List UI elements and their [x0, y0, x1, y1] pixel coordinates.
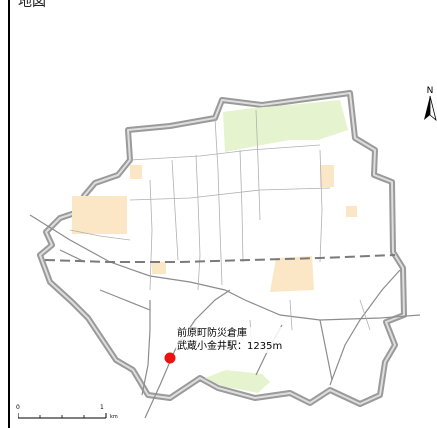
facility-area-east-small	[346, 206, 357, 217]
facility-marker[interactable]	[164, 352, 176, 364]
north-arrow: N	[421, 86, 437, 128]
scale-end: 1	[100, 404, 104, 411]
railway-line	[44, 254, 396, 263]
scale-start: 0	[16, 404, 20, 411]
city-boundary-inner	[39, 92, 405, 405]
map-title: 地図	[18, 0, 46, 10]
facility-label: 前原町防災倉庫 武蔵小金井駅：1235m	[176, 327, 284, 353]
facility-area-center	[270, 256, 314, 292]
city-boundary	[37, 90, 407, 407]
park-area-north	[223, 100, 348, 152]
street-network	[69, 109, 371, 351]
scale-line	[18, 413, 107, 419]
north-arrow-icon	[424, 95, 437, 122]
facility-area-mid	[152, 262, 166, 274]
scale-bar: 0 1 km	[16, 404, 118, 424]
facility-name: 前原町防災倉庫	[177, 328, 247, 339]
facility-area-nw	[130, 165, 142, 179]
north-label: N	[426, 86, 434, 96]
scale-unit: km	[110, 414, 118, 420]
park-area-south	[205, 370, 270, 393]
frame-border	[8, 0, 10, 428]
facility-area-west	[72, 196, 127, 234]
distance-label: 武蔵小金井駅：1235m	[177, 341, 283, 352]
facility-area-east	[320, 165, 334, 187]
